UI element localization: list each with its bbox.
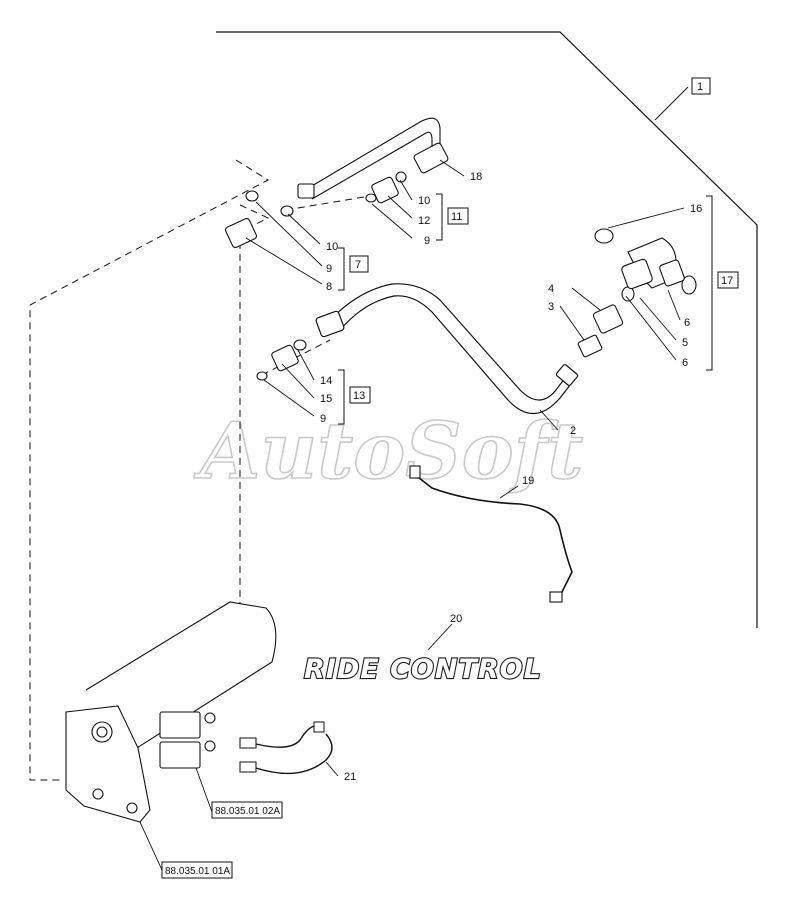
- leader-lines: [139, 86, 689, 871]
- callout-15: 15: [320, 393, 332, 405]
- brackets: [338, 193, 713, 425]
- callout-21: 21: [344, 771, 356, 783]
- watermark: AutoSoft: [193, 406, 583, 497]
- callout-3: 3: [548, 301, 554, 313]
- tube-assembly: [297, 117, 449, 200]
- callout-10-a: 10: [418, 195, 430, 207]
- callout-6-b: 6: [682, 357, 688, 369]
- hose-assembly: [315, 283, 579, 415]
- fittings-tee: [577, 228, 697, 358]
- callout-18: 18: [470, 171, 482, 183]
- reference-boxes: [161, 801, 283, 879]
- callout-9-b: 9: [424, 235, 430, 247]
- callout-1: 1: [697, 81, 703, 93]
- harness: [239, 721, 333, 775]
- callout-16: 16: [690, 203, 702, 215]
- callout-4: 4: [548, 283, 554, 295]
- valve-block: [65, 601, 277, 823]
- callout-9-c: 9: [320, 413, 326, 425]
- callout-7: 7: [355, 259, 361, 271]
- callout-6-a: 6: [684, 317, 690, 329]
- boxed-callouts: [349, 77, 739, 404]
- reference-b[interactable]: 88.035.01 01A: [165, 866, 230, 877]
- callout-11: 11: [451, 211, 462, 223]
- assembly-outline: [216, 31, 758, 628]
- callout-12: 12: [418, 215, 430, 227]
- fittings-lower: [256, 339, 307, 381]
- callout-10-b: 10: [326, 241, 338, 253]
- fittings-upper: [225, 171, 407, 249]
- callout-8: 8: [326, 281, 332, 293]
- callout-9-a: 9: [326, 263, 332, 275]
- callout-13: 13: [353, 390, 365, 402]
- ride-control-label: RIDE CONTROL: [304, 654, 542, 685]
- reference-a[interactable]: 88.035.01 02A: [215, 806, 280, 817]
- callout-5: 5: [682, 337, 688, 349]
- callout-19: 19: [522, 475, 534, 487]
- callout-14: 14: [320, 375, 332, 387]
- callout-2: 2: [570, 425, 576, 437]
- callout-20: 20: [450, 613, 462, 625]
- sensor-cable: [409, 465, 573, 603]
- callout-17: 17: [721, 275, 733, 287]
